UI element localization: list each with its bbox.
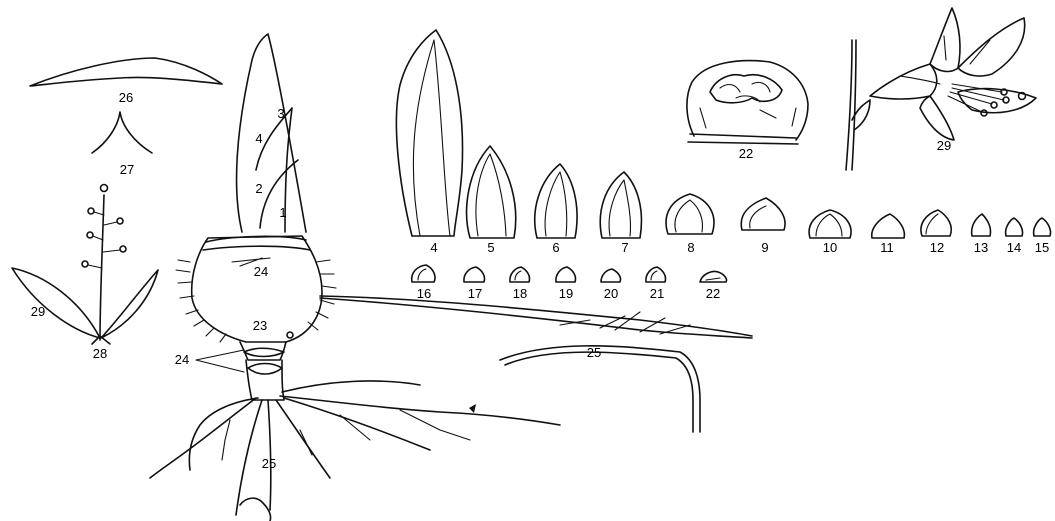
figure-26-leaf-section [30, 58, 222, 86]
figure-22-bud [687, 61, 808, 144]
label-9: 9 [761, 240, 768, 255]
label-29-flower: 29 [937, 138, 951, 153]
label-25-root: 25 [587, 345, 601, 360]
label-22-large: 22 [739, 146, 753, 161]
leader-24-stem [196, 350, 244, 372]
label-11: 11 [880, 240, 894, 255]
label-3: 3 [277, 106, 284, 121]
label-13: 13 [974, 240, 988, 255]
label-7: 7 [621, 240, 628, 255]
label-18: 18 [513, 286, 527, 301]
figure-28-whole-plant [12, 185, 158, 345]
label-4-inner: 4 [255, 131, 262, 146]
label-1: 1 [279, 205, 286, 220]
label-16: 16 [417, 286, 431, 301]
label-23: 23 [253, 318, 267, 333]
label-22-small: 22 [706, 286, 720, 301]
label-2: 2 [255, 181, 262, 196]
label-20: 20 [604, 286, 618, 301]
label-27: 27 [120, 162, 134, 177]
figure-bulb-with-shoot [150, 34, 560, 521]
label-5: 5 [487, 240, 494, 255]
label-14: 14 [1007, 240, 1021, 255]
label-8: 8 [687, 240, 694, 255]
figure-27-leaf-apex [92, 112, 152, 153]
label-28: 28 [93, 346, 107, 361]
label-25-roots: 25 [262, 456, 276, 471]
label-19: 19 [559, 286, 573, 301]
label-26: 26 [119, 90, 133, 105]
label-6: 6 [552, 240, 559, 255]
label-17: 17 [468, 286, 482, 301]
figure-25-long-root [320, 296, 752, 432]
label-29-plant: 29 [31, 304, 45, 319]
scale-series-small [412, 265, 727, 282]
label-4: 4 [430, 240, 437, 255]
label-15: 15 [1035, 240, 1049, 255]
label-12: 12 [930, 240, 944, 255]
label-24-stem: 24 [175, 352, 189, 367]
label-24-bulb: 24 [254, 264, 268, 279]
label-21: 21 [650, 286, 664, 301]
label-10: 10 [823, 240, 837, 255]
